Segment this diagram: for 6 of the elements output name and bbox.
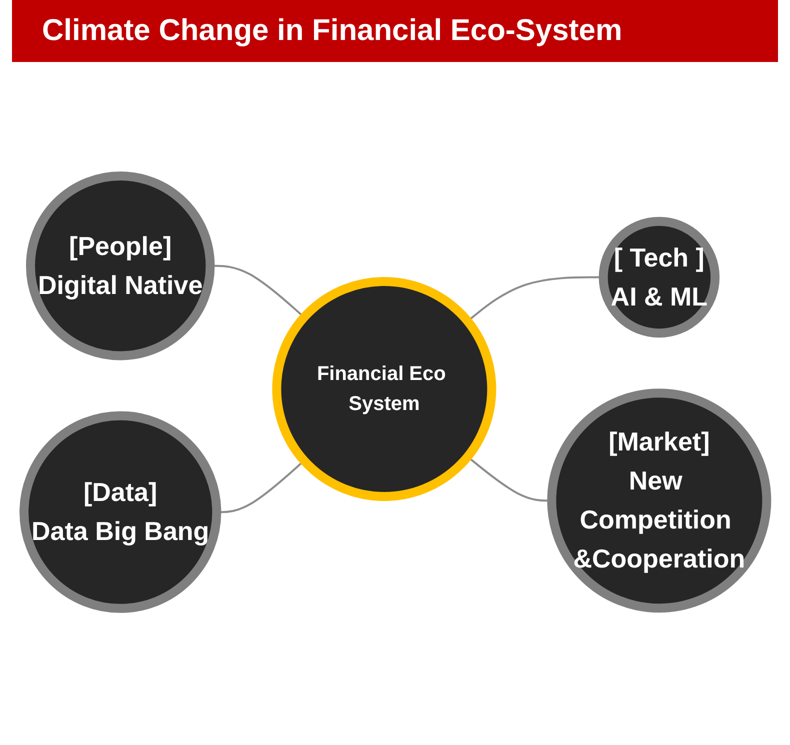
- node-circle: [ Tech ] AI & ML: [598, 216, 720, 338]
- node-circle: [People] Digital Native: [26, 171, 214, 360]
- title-banner: Climate Change in Financial Eco-System: [12, 0, 778, 62]
- node-circle: [Data] Data Big Bang: [19, 411, 221, 613]
- node-circle: [Market] New Competition &Cooperation: [546, 388, 771, 612]
- node-circle: Financial Eco System: [272, 276, 496, 501]
